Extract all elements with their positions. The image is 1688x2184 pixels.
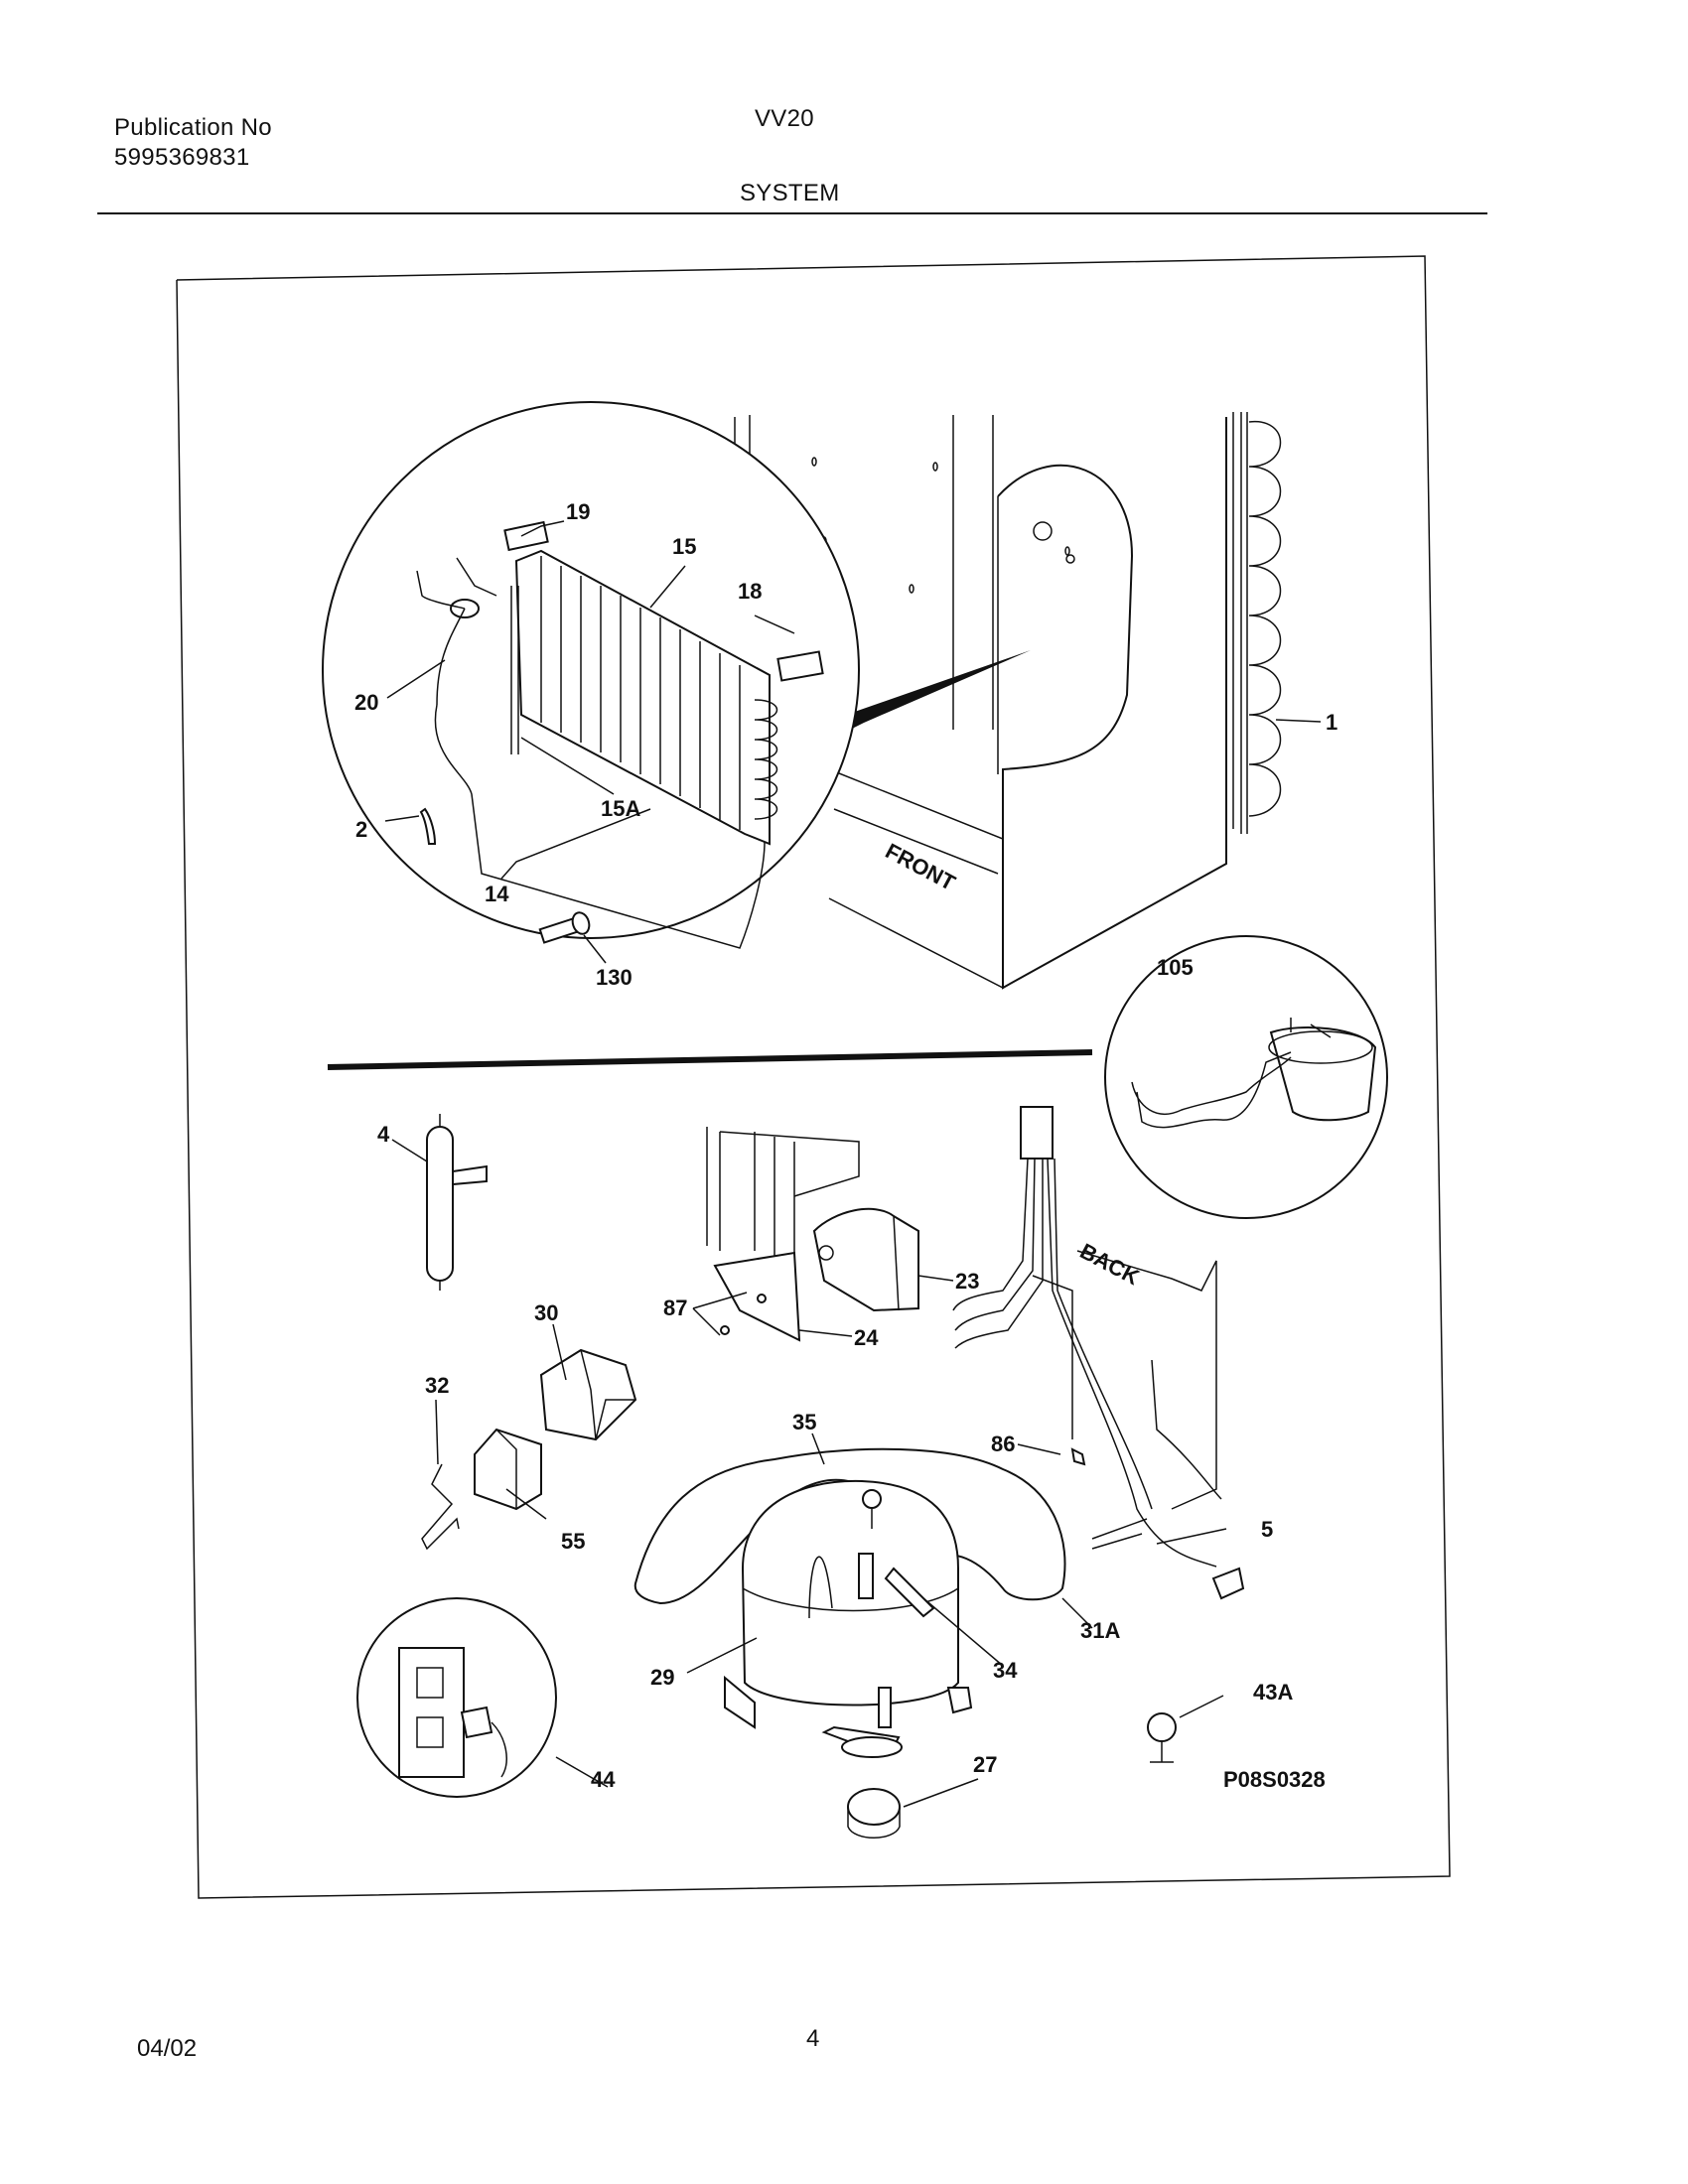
callout-numbers: 19 15 18 20 1 15A 2 14 130 105 4 87 23 2… (354, 499, 1337, 1792)
diagram-frame (176, 255, 1451, 1899)
callout-20: 20 (354, 690, 378, 715)
condenser-coil (1232, 412, 1282, 834)
publication-label: Publication No (114, 114, 272, 141)
outlet-detail-circle (356, 1597, 557, 1798)
callout-30: 30 (534, 1300, 558, 1325)
callout-130: 130 (596, 965, 633, 990)
callout-5: 5 (1261, 1517, 1273, 1542)
callout-15a: 15A (601, 796, 640, 821)
callout-32: 32 (425, 1373, 449, 1398)
callout-105: 105 (1157, 955, 1194, 980)
compressor-assembly (633, 1447, 1066, 1839)
callout-23: 23 (955, 1269, 979, 1294)
callout-14: 14 (485, 882, 509, 906)
defrost-timer (713, 1207, 919, 1342)
evaporator-pointer (844, 650, 1031, 733)
callout-29: 29 (650, 1665, 674, 1690)
publication-number: 5995369831 (114, 144, 250, 171)
callout-leaders-lower (391, 1139, 1227, 1808)
wire-harness (952, 1106, 1245, 1600)
cabinet-lower (706, 1127, 1222, 1510)
callout-15: 15 (672, 534, 696, 559)
page-number: 4 (806, 2025, 820, 2052)
section-title: SYSTEM (740, 180, 840, 206)
back-label: BACK (1076, 1238, 1144, 1290)
section-divider (327, 1049, 1093, 1070)
callout-87: 87 (663, 1296, 687, 1320)
publication-date: 04/02 (137, 2035, 198, 2062)
evaporator-detail-circle (322, 401, 860, 949)
callout-44: 44 (591, 1767, 616, 1792)
filter-drier (426, 1114, 488, 1291)
wiring-detail-circle (1104, 935, 1388, 1219)
callout-34: 34 (993, 1658, 1018, 1683)
callout-31a: 31A (1080, 1618, 1120, 1643)
header-rule (97, 212, 1487, 214)
callout-86: 86 (991, 1432, 1015, 1456)
callout-24: 24 (854, 1325, 879, 1350)
callout-1: 1 (1326, 710, 1337, 735)
callout-4: 4 (377, 1122, 390, 1147)
callout-55: 55 (561, 1529, 585, 1554)
callout-2: 2 (355, 817, 367, 842)
callout-19: 19 (566, 499, 590, 524)
callout-18: 18 (738, 579, 762, 604)
front-label: FRONT (882, 838, 960, 895)
start-relay (421, 1348, 637, 1551)
callout-43a: 43A (1253, 1680, 1293, 1705)
ground-screw (1070, 1447, 1177, 1763)
callout-leaders-upper (384, 520, 1322, 964)
callout-35: 35 (792, 1410, 816, 1434)
model-number: VV20 (755, 105, 814, 132)
callout-27: 27 (973, 1752, 997, 1777)
figure-code: P08S0328 (1223, 1767, 1326, 1792)
